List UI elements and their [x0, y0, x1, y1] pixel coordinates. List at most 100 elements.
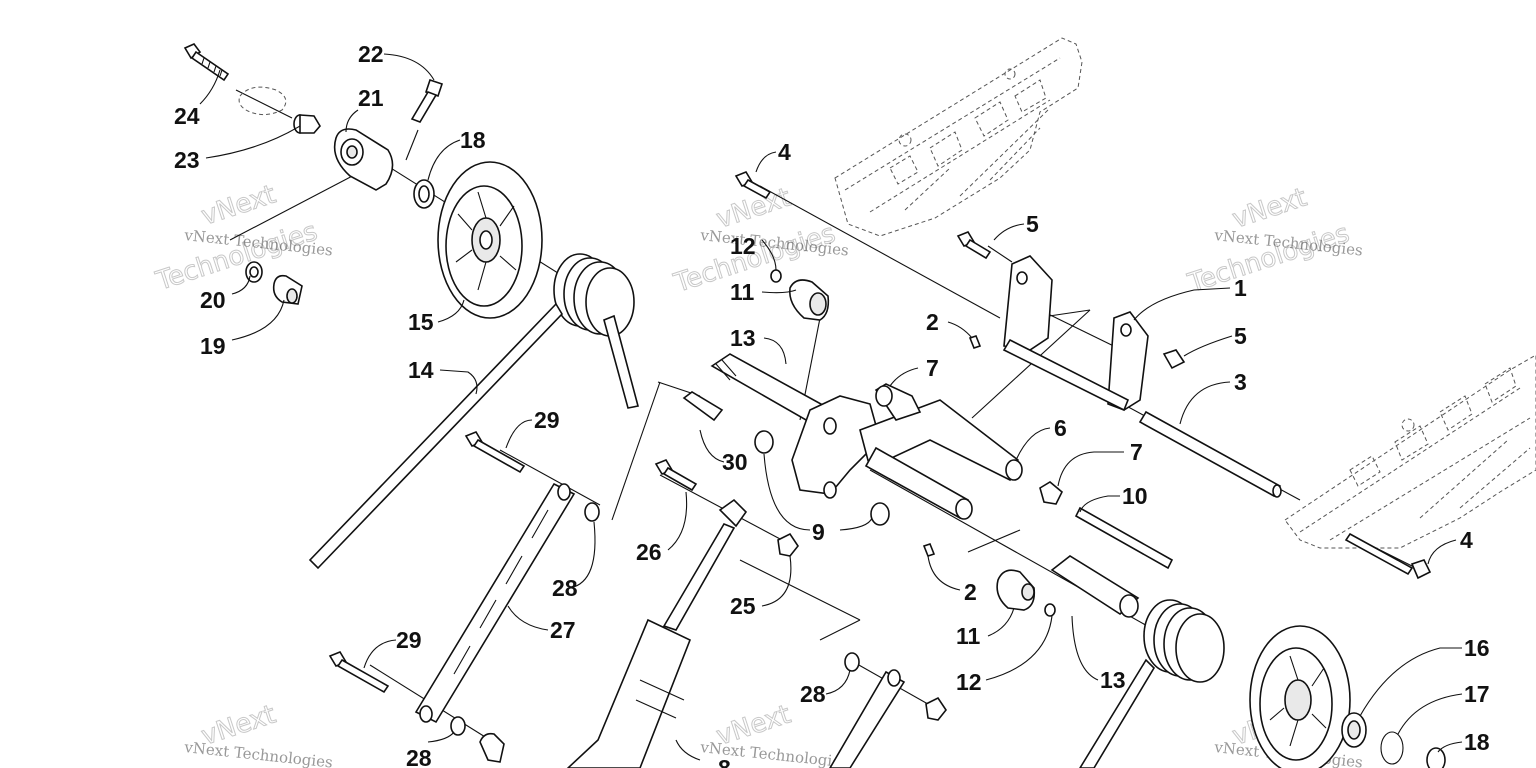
- watermark-bottom-left: vNext vNext Technologies: [183, 699, 334, 768]
- callout-20: 20: [200, 287, 226, 313]
- bushing-23: [293, 114, 321, 134]
- callout-6: 6: [1054, 415, 1067, 441]
- link-27: [414, 482, 576, 724]
- callout-17: 17: [1464, 681, 1490, 707]
- shaft-13-bottom: [1050, 555, 1140, 618]
- nut-lower: [925, 696, 947, 721]
- bolt-24: [183, 43, 230, 82]
- bumper-11-top: [788, 279, 830, 321]
- washer-28-c: [450, 716, 466, 736]
- callout-13-bottom: 13: [1100, 667, 1126, 693]
- bushing-lower-left: [479, 732, 505, 763]
- callout-11-bottom: 11: [956, 623, 981, 649]
- bushing-7-top: [875, 385, 893, 407]
- spacer-18-bottom: [1426, 747, 1446, 768]
- callout-1: 1: [1234, 275, 1247, 301]
- bearing-16: [1341, 712, 1367, 748]
- callout-4-top: 4: [778, 139, 791, 165]
- callout-22: 22: [358, 41, 384, 67]
- callout-21: 21: [358, 85, 384, 111]
- washer-28-b: [844, 652, 860, 672]
- callout-13-top: 13: [730, 325, 756, 351]
- callout-26: 26: [636, 539, 662, 565]
- callout-11-top: 11: [730, 279, 755, 305]
- rail-frame-lower-phantom: [1284, 354, 1536, 549]
- watermark-brand: vNext: [1229, 183, 1311, 235]
- watermark-top-right: vNext Technologies vNext Technologies: [1183, 182, 1363, 299]
- callout-29-bottom: 29: [396, 627, 422, 653]
- shock-absorber-8: [566, 498, 748, 768]
- callout-19: 19: [200, 333, 226, 359]
- spacer-18-top: [413, 179, 435, 209]
- callout-28-c: 28: [406, 745, 432, 768]
- washer-28-a: [584, 502, 600, 522]
- cam-21: [333, 128, 394, 191]
- callout-23: 23: [174, 147, 200, 173]
- torsion-spring-14: [308, 253, 639, 570]
- callout-18-bottom: 18: [1464, 729, 1490, 755]
- callout-24: 24: [174, 103, 200, 129]
- spacer-30: [682, 391, 724, 422]
- callout-2-bottom: 2: [964, 579, 977, 605]
- callout-18-top: 18: [460, 127, 486, 153]
- clip-12-top: [770, 269, 782, 283]
- callout-4-bottom: 4: [1460, 527, 1473, 553]
- callout-12-bottom: 12: [956, 669, 982, 695]
- bushing-9: [754, 430, 890, 526]
- watermark-brand: vNext: [198, 180, 280, 232]
- callout-8: 8: [718, 755, 731, 768]
- callout-7-top: 7: [926, 355, 939, 381]
- bolt-4-bottom: [1344, 532, 1432, 580]
- bushing-7-right: [1039, 481, 1063, 505]
- callout-5-top: 5: [1026, 211, 1039, 237]
- callout-12-top: 12: [730, 233, 756, 259]
- washer-irregular: [238, 86, 287, 116]
- callout-16: 16: [1464, 635, 1490, 661]
- callout-5-right: 5: [1234, 323, 1247, 349]
- bracket-1: [1002, 255, 1149, 412]
- set-screw-2-bottom: [922, 543, 936, 557]
- watermark-company: Technologies: [1184, 219, 1353, 299]
- bolt-29-bottom: [328, 651, 390, 694]
- callout-7-right: 7: [1130, 439, 1143, 465]
- set-screw-2-top: [968, 335, 982, 349]
- callout-3: 3: [1234, 369, 1247, 395]
- pin-10: [1074, 506, 1174, 570]
- rail-frame-upper-phantom: [834, 37, 1083, 237]
- bolt-4-top: [734, 171, 772, 200]
- link-lower-right: [829, 669, 906, 768]
- idler-wheel-15: [437, 161, 543, 319]
- callout-28-a: 28: [552, 575, 578, 601]
- bolt-22: [410, 78, 444, 123]
- nut-25: [777, 532, 799, 557]
- cap-19: [272, 274, 303, 305]
- callout-14: 14: [408, 357, 434, 383]
- bolt-5-left: [956, 231, 992, 260]
- callout-labels: 24 22 21 23 18 20 19 15 14 4 12 11 13 5 …: [174, 41, 1490, 768]
- callout-27: 27: [550, 617, 576, 643]
- bolt-26: [654, 459, 698, 492]
- callout-2-top: 2: [926, 309, 939, 335]
- callout-10: 10: [1122, 483, 1148, 509]
- pivot-arm-6: [791, 383, 1023, 520]
- callout-25: 25: [730, 593, 756, 619]
- idler-wheel-right: [1249, 625, 1351, 768]
- bumper-11-bottom: [996, 569, 1036, 611]
- callout-30: 30: [722, 449, 748, 475]
- shaft-3: [1138, 410, 1282, 498]
- callout-29-top: 29: [534, 407, 560, 433]
- washer-20: [245, 261, 263, 283]
- torsion-spring-right: [1079, 599, 1225, 768]
- watermark-top-center: vNext Technologies vNext Technologies: [669, 182, 849, 299]
- callout-9: 9: [812, 519, 825, 545]
- snap-ring-17: [1380, 731, 1404, 765]
- watermark-text: vNext Technologies: [183, 738, 334, 768]
- watermark-top-left: vNext Technologies vNext Technologies: [151, 179, 333, 297]
- callout-28-b: 28: [800, 681, 826, 707]
- bolt-29-top: [464, 431, 526, 474]
- bolt-5-right: [1162, 349, 1186, 370]
- clip-12-bottom: [1044, 603, 1056, 617]
- callout-15: 15: [408, 309, 434, 335]
- leader-lines: [199, 53, 1463, 761]
